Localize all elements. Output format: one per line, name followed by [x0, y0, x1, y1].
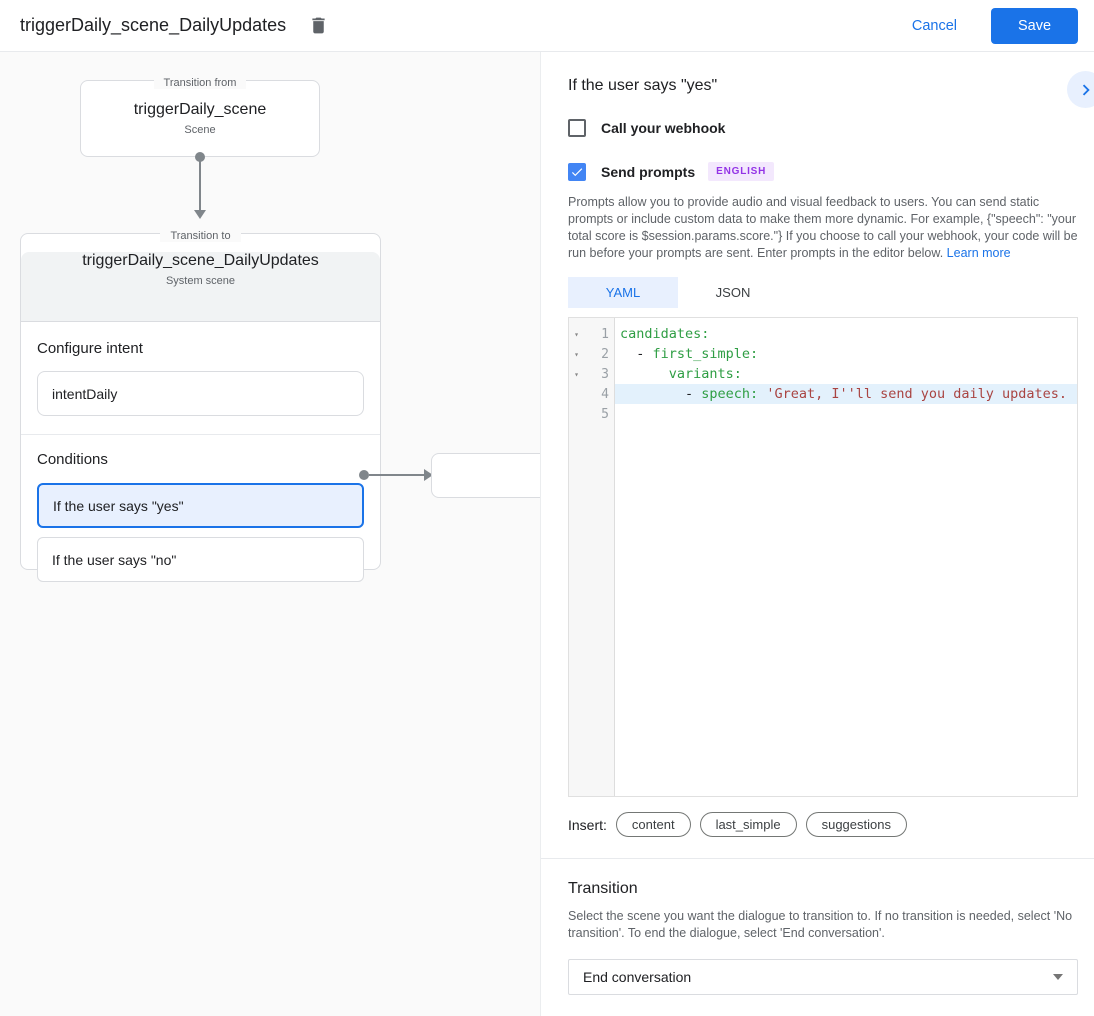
from-scene-name: triggerDaily_scene — [133, 101, 267, 118]
editor-format-tabs: YAML JSON — [568, 277, 1078, 308]
send-prompts-row: Send prompts ENGLISH — [568, 162, 1078, 181]
learn-more-link[interactable]: Learn more — [946, 246, 1011, 260]
tab-yaml[interactable]: YAML — [568, 277, 678, 308]
line-number: 5 — [601, 406, 609, 422]
prompt-code-editor[interactable]: ▾ 1 ▾ 2 ▾ 3 4 5 — [568, 317, 1078, 797]
section-divider — [541, 858, 1094, 859]
transition-heading: Transition — [568, 880, 638, 897]
code-line: variants: — [668, 366, 742, 382]
insert-label: Insert: — [568, 816, 607, 833]
condition-no-label: If the user says "no" — [52, 551, 177, 568]
language-badge: ENGLISH — [708, 162, 775, 181]
insert-content-button[interactable]: content — [615, 812, 691, 837]
gutter-row: 4 — [569, 384, 614, 404]
insert-suggestions-button[interactable]: suggestions — [805, 812, 907, 837]
transition-from-box[interactable]: Transition from triggerDaily_scene Scene — [80, 77, 320, 157]
fold-arrow-icon[interactable]: ▾ — [574, 369, 579, 379]
conditions-section: Conditions If the user says "yes" If the… — [21, 435, 380, 600]
transition-select[interactable]: End conversation — [568, 959, 1078, 995]
gutter-row: ▾ 2 — [569, 344, 614, 364]
insert-row: Insert: content last_simple suggestions — [568, 812, 1078, 837]
line-number: 2 — [601, 346, 609, 362]
editor-gutter: ▾ 1 ▾ 2 ▾ 3 4 5 — [569, 318, 615, 796]
prompts-description: Prompts allow you to provide audio and v… — [568, 194, 1078, 262]
card-divider — [21, 434, 380, 435]
tab-json[interactable]: JSON — [715, 285, 751, 300]
configure-intent-label: Configure intent — [37, 340, 143, 357]
send-prompts-label: Send prompts — [601, 163, 696, 180]
checkmark-icon — [570, 165, 584, 179]
save-button[interactable]: Save — [991, 7, 1078, 44]
fold-arrow-icon[interactable]: ▾ — [574, 349, 579, 359]
collapse-panel-button[interactable] — [1067, 71, 1094, 108]
scene-flow-canvas: Transition from triggerDaily_scene Scene… — [0, 52, 541, 1016]
to-scene-type: System scene — [165, 275, 236, 287]
webhook-label: Call your webhook — [601, 120, 726, 136]
code-line: candidates: — [620, 326, 710, 342]
transition-to-legend: Transition to — [21, 226, 380, 244]
transition-selected-value: End conversation — [583, 969, 692, 985]
connector-line-horizontal — [369, 474, 424, 476]
next-scene-box[interactable] — [431, 453, 540, 498]
insert-last-simple-button[interactable]: last_simple — [699, 812, 797, 837]
gutter-row: 5 — [569, 404, 614, 424]
page-title: triggerDaily_scene_DailyUpdates — [20, 15, 287, 35]
webhook-row: Call your webhook — [568, 119, 1078, 137]
line-number: 4 — [601, 386, 609, 402]
gutter-row: ▾ 1 — [569, 324, 614, 344]
fold-arrow-icon[interactable]: ▾ — [574, 329, 579, 339]
conditions-label: Conditions — [37, 451, 108, 468]
chevron-right-icon — [1075, 79, 1094, 101]
from-scene-type: Scene — [184, 124, 216, 136]
intent-value: intentDaily — [52, 385, 118, 402]
transition-description: Select the scene you want the dialogue t… — [568, 909, 1073, 940]
to-scene-name: triggerDaily_scene_DailyUpdates — [82, 252, 319, 269]
gutter-row: ▾ 3 — [569, 364, 614, 384]
dropdown-caret-icon — [1053, 974, 1063, 980]
line-number: 1 — [601, 326, 609, 342]
to-scene-header: triggerDaily_scene_DailyUpdates System s… — [21, 252, 380, 322]
webhook-checkbox[interactable] — [568, 119, 586, 137]
code-line-highlighted: - speech: 'Great, I''ll send you daily u… — [615, 384, 1077, 404]
send-prompts-checkbox[interactable] — [568, 162, 586, 181]
condition-item-no[interactable]: If the user says "no" — [37, 537, 364, 582]
transition-from-legend: Transition from — [81, 73, 319, 91]
trash-icon — [308, 15, 329, 36]
line-number: 3 — [601, 366, 609, 382]
top-bar: triggerDaily_scene_DailyUpdates Cancel S… — [0, 0, 1094, 52]
intent-field[interactable]: intentDaily — [37, 371, 364, 416]
condition-editor-panel: If the user says "yes" Call your webhook… — [541, 52, 1094, 1016]
condition-yes-label: If the user says "yes" — [53, 497, 184, 514]
arrow-right-head — [424, 469, 433, 481]
arrow-down-head — [194, 210, 206, 219]
prompts-description-text: Prompts allow you to provide audio and v… — [568, 195, 1078, 260]
cancel-button[interactable]: Cancel — [911, 17, 957, 34]
delete-scene-button[interactable] — [304, 12, 332, 40]
transition-to-card[interactable]: Transition to triggerDaily_scene_DailyUp… — [20, 230, 381, 582]
editor-code-area[interactable]: candidates: - first_simple: variants: - … — [615, 318, 1077, 796]
connector-dot-condition — [359, 470, 369, 480]
code-line — [615, 404, 1077, 424]
connector-line-vertical — [199, 157, 201, 210]
condition-item-yes[interactable]: If the user says "yes" — [37, 483, 364, 528]
configure-intent-section: Configure intent intentDaily — [21, 322, 380, 434]
condition-heading: If the user says "yes" — [568, 77, 718, 94]
code-line: - first_simple: — [620, 346, 759, 362]
